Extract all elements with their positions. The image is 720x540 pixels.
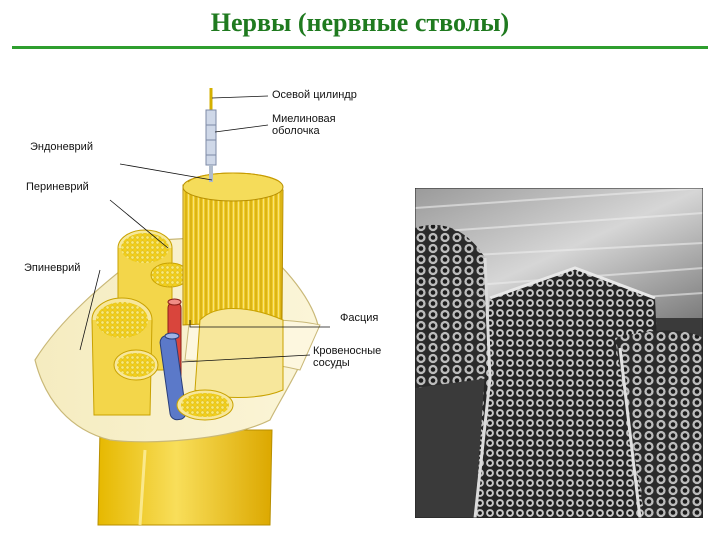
label-myelin-line2: оболочка	[272, 125, 320, 137]
label-vessels-line1: Кровеносные	[313, 345, 381, 357]
fiber-bundle	[183, 185, 283, 325]
label-vessels-line2: сосуды	[313, 357, 350, 369]
nerve-trunk	[98, 430, 272, 525]
title-underline	[12, 46, 708, 49]
nerve-micrograph-image	[415, 188, 703, 518]
label-fascia: Фасция	[340, 312, 378, 324]
label-epineurium: Эпиневрий	[24, 262, 80, 274]
label-perineurium: Периневрий	[26, 181, 89, 193]
label-axon: Осевой цилиндр	[272, 89, 357, 101]
nerve-anatomy-illustration	[0, 70, 400, 530]
slide-title: Нервы (нервные стволы)	[0, 8, 720, 38]
label-endoneurium: Эндоневрий	[30, 141, 93, 153]
label-myelin-line1: Миелиновая	[272, 113, 336, 125]
myelin-sheath	[206, 110, 216, 165]
